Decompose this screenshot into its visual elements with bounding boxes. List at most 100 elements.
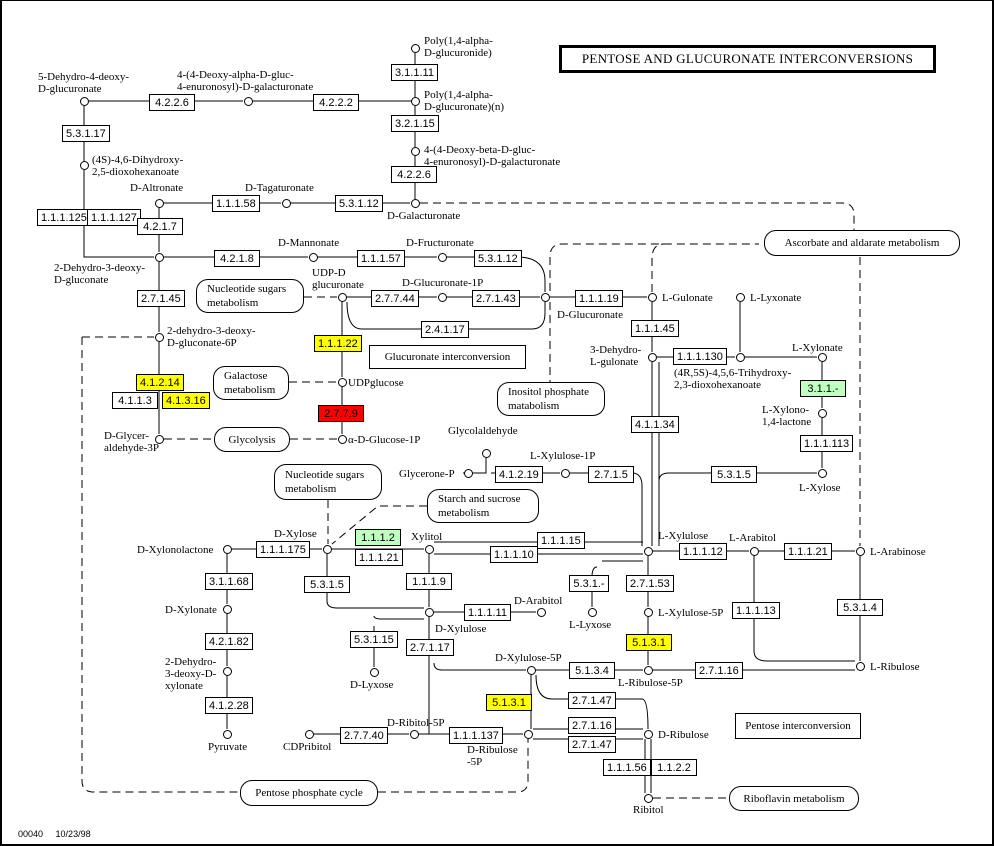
enzyme-box-1-1-1-175[interactable]: 1.1.1.175 xyxy=(256,541,310,558)
compound-node[interactable] xyxy=(438,253,447,262)
enzyme-box-5-3-1-15[interactable]: 5.3.1.15 xyxy=(350,631,398,648)
pathway-map-link[interactable]: Nucleotide sugars metabolism xyxy=(274,464,382,500)
compound-node[interactable] xyxy=(527,666,536,675)
enzyme-box-1-1-1-21[interactable]: 1.1.1.21 xyxy=(355,549,403,566)
enzyme-box-5-3-1--x[interactable]: 5.3.1.- xyxy=(569,575,609,592)
compound-node[interactable] xyxy=(223,545,232,554)
enzyme-box-1-1-1-21[interactable]: 1.1.1.21 xyxy=(784,543,832,560)
enzyme-box-2-7-1-5[interactable]: 2.7.1.5 xyxy=(588,466,634,483)
compound-node[interactable] xyxy=(856,662,865,671)
enzyme-box-4-2-2-6[interactable]: 4.2.2.6 xyxy=(149,94,195,111)
compound-node[interactable] xyxy=(818,353,827,362)
compound-node[interactable] xyxy=(411,147,420,156)
enzyme-box-1-1-1-58[interactable]: 1.1.1.58 xyxy=(212,195,260,212)
compound-node[interactable] xyxy=(338,293,347,302)
enzyme-box-1-1-1-45[interactable]: 1.1.1.45 xyxy=(631,320,679,337)
enzyme-box-5-3-1-12[interactable]: 5.3.1.12 xyxy=(474,250,522,267)
enzyme-box-4-1-2-28[interactable]: 4.1.2.28 xyxy=(205,697,253,714)
enzyme-box-1-1-1-137[interactable]: 1.1.1.137 xyxy=(449,727,503,744)
enzyme-box-1-1-1-19[interactable]: 1.1.1.19 xyxy=(575,290,623,307)
enzyme-box-2-7-7-9[interactable]: 2.7.7.9 xyxy=(318,405,364,422)
compound-node[interactable] xyxy=(155,333,164,342)
compound-node[interactable] xyxy=(223,730,232,739)
compound-node[interactable] xyxy=(244,97,253,106)
pathway-map-link[interactable]: Nucleotide sugars metabolism xyxy=(196,279,304,313)
compound-node[interactable] xyxy=(537,608,546,617)
enzyme-box-1-1-1-10[interactable]: 1.1.1.10 xyxy=(490,546,538,563)
enzyme-box-2-7-1-16[interactable]: 2.7.1.16 xyxy=(568,717,616,734)
enzyme-box-5-1-3-1[interactable]: 5.1.3.1 xyxy=(486,694,532,711)
enzyme-box-3-1-1--x[interactable]: 3.1.1.- xyxy=(800,380,846,397)
compound-node[interactable] xyxy=(223,605,232,614)
compound-node[interactable] xyxy=(425,545,434,554)
compound-node[interactable] xyxy=(425,608,434,617)
pathway-map-link[interactable]: Inositol phosphate matabolism xyxy=(497,382,605,416)
enzyme-box-3-1-1-11[interactable]: 3.1.1.11 xyxy=(391,64,438,81)
compound-node[interactable] xyxy=(644,608,653,617)
enzyme-box-4-1-2-14[interactable]: 4.1.2.14 xyxy=(136,374,184,391)
compound-node[interactable] xyxy=(323,545,332,554)
pathway-map-link[interactable]: Riboflavin metabolism xyxy=(729,786,859,811)
enzyme-box-1-1-1-2[interactable]: 1.1.1.2 xyxy=(355,529,401,546)
compound-node[interactable] xyxy=(644,666,653,675)
compound-node[interactable] xyxy=(410,730,419,739)
enzyme-box-2-7-1-16[interactable]: 2.7.1.16 xyxy=(695,662,743,679)
enzyme-box-5-3-1-17[interactable]: 5.3.1.17 xyxy=(62,125,110,142)
enzyme-box-1-1-1-12[interactable]: 1.1.1.12 xyxy=(679,543,727,560)
pathway-map-link[interactable]: Pentose phosphate cycle xyxy=(240,780,378,806)
enzyme-box-3-1-1-68[interactable]: 3.1.1.68 xyxy=(205,573,253,590)
compound-node[interactable] xyxy=(648,353,657,362)
compound-node[interactable] xyxy=(438,293,447,302)
enzyme-box-4-2-2-6[interactable]: 4.2.2.6 xyxy=(391,166,437,183)
enzyme-box-4-1-3-16[interactable]: 4.1.3.16 xyxy=(162,392,210,409)
enzyme-box-2-7-1-53[interactable]: 2.7.1.53 xyxy=(626,575,674,592)
enzyme-box-4-2-1-7[interactable]: 4.2.1.7 xyxy=(137,218,183,235)
enzyme-box-2-7-1-47[interactable]: 2.7.1.47 xyxy=(568,692,616,709)
compound-node[interactable] xyxy=(411,44,420,53)
compound-node[interactable] xyxy=(80,97,89,106)
enzyme-box-2-7-7-44[interactable]: 2.7.7.44 xyxy=(371,290,419,307)
enzyme-box-5-3-1-12[interactable]: 5.3.1.12 xyxy=(335,195,383,212)
enzyme-box-4-2-1-82[interactable]: 4.2.1.82 xyxy=(205,633,253,650)
compound-node[interactable] xyxy=(305,730,314,739)
enzyme-box-1-1-1-9[interactable]: 1.1.1.9 xyxy=(406,573,452,590)
enzyme-box-2-7-1-47[interactable]: 2.7.1.47 xyxy=(568,736,616,753)
enzyme-box-1-1-2-2[interactable]: 1.1.2.2 xyxy=(651,759,697,776)
compound-node[interactable] xyxy=(338,378,347,387)
compound-node[interactable] xyxy=(541,293,550,302)
enzyme-box-5-3-1-4[interactable]: 5.3.1.4 xyxy=(837,599,883,616)
enzyme-box-1-1-1-22[interactable]: 1.1.1.22 xyxy=(314,335,362,352)
compound-node[interactable] xyxy=(736,293,745,302)
enzyme-box-1-1-1-13[interactable]: 1.1.1.13 xyxy=(732,602,780,619)
compound-node[interactable] xyxy=(155,199,164,208)
compound-node[interactable] xyxy=(80,161,89,170)
enzyme-box-1-1-1-127[interactable]: 1.1.1.127 xyxy=(87,209,141,226)
compound-node[interactable] xyxy=(750,547,759,556)
compound-node[interactable] xyxy=(338,435,347,444)
compound-node[interactable] xyxy=(464,469,473,478)
compound-node[interactable] xyxy=(223,667,232,676)
compound-node[interactable] xyxy=(411,199,420,208)
compound-node[interactable] xyxy=(524,730,533,739)
enzyme-box-5-3-1-5[interactable]: 5.3.1.5 xyxy=(304,576,350,593)
pathway-map-link[interactable]: Glycolysis xyxy=(214,427,290,452)
compound-node[interactable] xyxy=(644,794,653,803)
compound-node[interactable] xyxy=(411,97,420,106)
enzyme-box-2-7-1-45[interactable]: 2.7.1.45 xyxy=(137,290,185,307)
compound-node[interactable] xyxy=(309,253,318,262)
enzyme-box-5-1-3-4[interactable]: 5.1.3.4 xyxy=(569,662,615,679)
enzyme-box-2-7-1-17[interactable]: 2.7.1.17 xyxy=(406,639,454,656)
enzyme-box-4-1-1-34[interactable]: 4.1.1.34 xyxy=(631,416,679,433)
enzyme-box-5-3-1-5[interactable]: 5.3.1.5 xyxy=(711,466,757,483)
enzyme-box-1-1-1-113[interactable]: 1.1.1.113 xyxy=(800,435,854,452)
compound-node[interactable] xyxy=(818,469,827,478)
compound-node[interactable] xyxy=(588,608,597,617)
compound-node[interactable] xyxy=(482,449,491,458)
compound-node[interactable] xyxy=(648,293,657,302)
compound-node[interactable] xyxy=(282,199,291,208)
enzyme-box-2-4-1-17[interactable]: 2.4.1.17 xyxy=(421,321,469,338)
compound-node[interactable] xyxy=(818,409,827,418)
compound-node[interactable] xyxy=(155,253,164,262)
enzyme-box-1-1-1-56[interactable]: 1.1.1.56 xyxy=(603,759,651,776)
compound-node[interactable] xyxy=(644,730,653,739)
